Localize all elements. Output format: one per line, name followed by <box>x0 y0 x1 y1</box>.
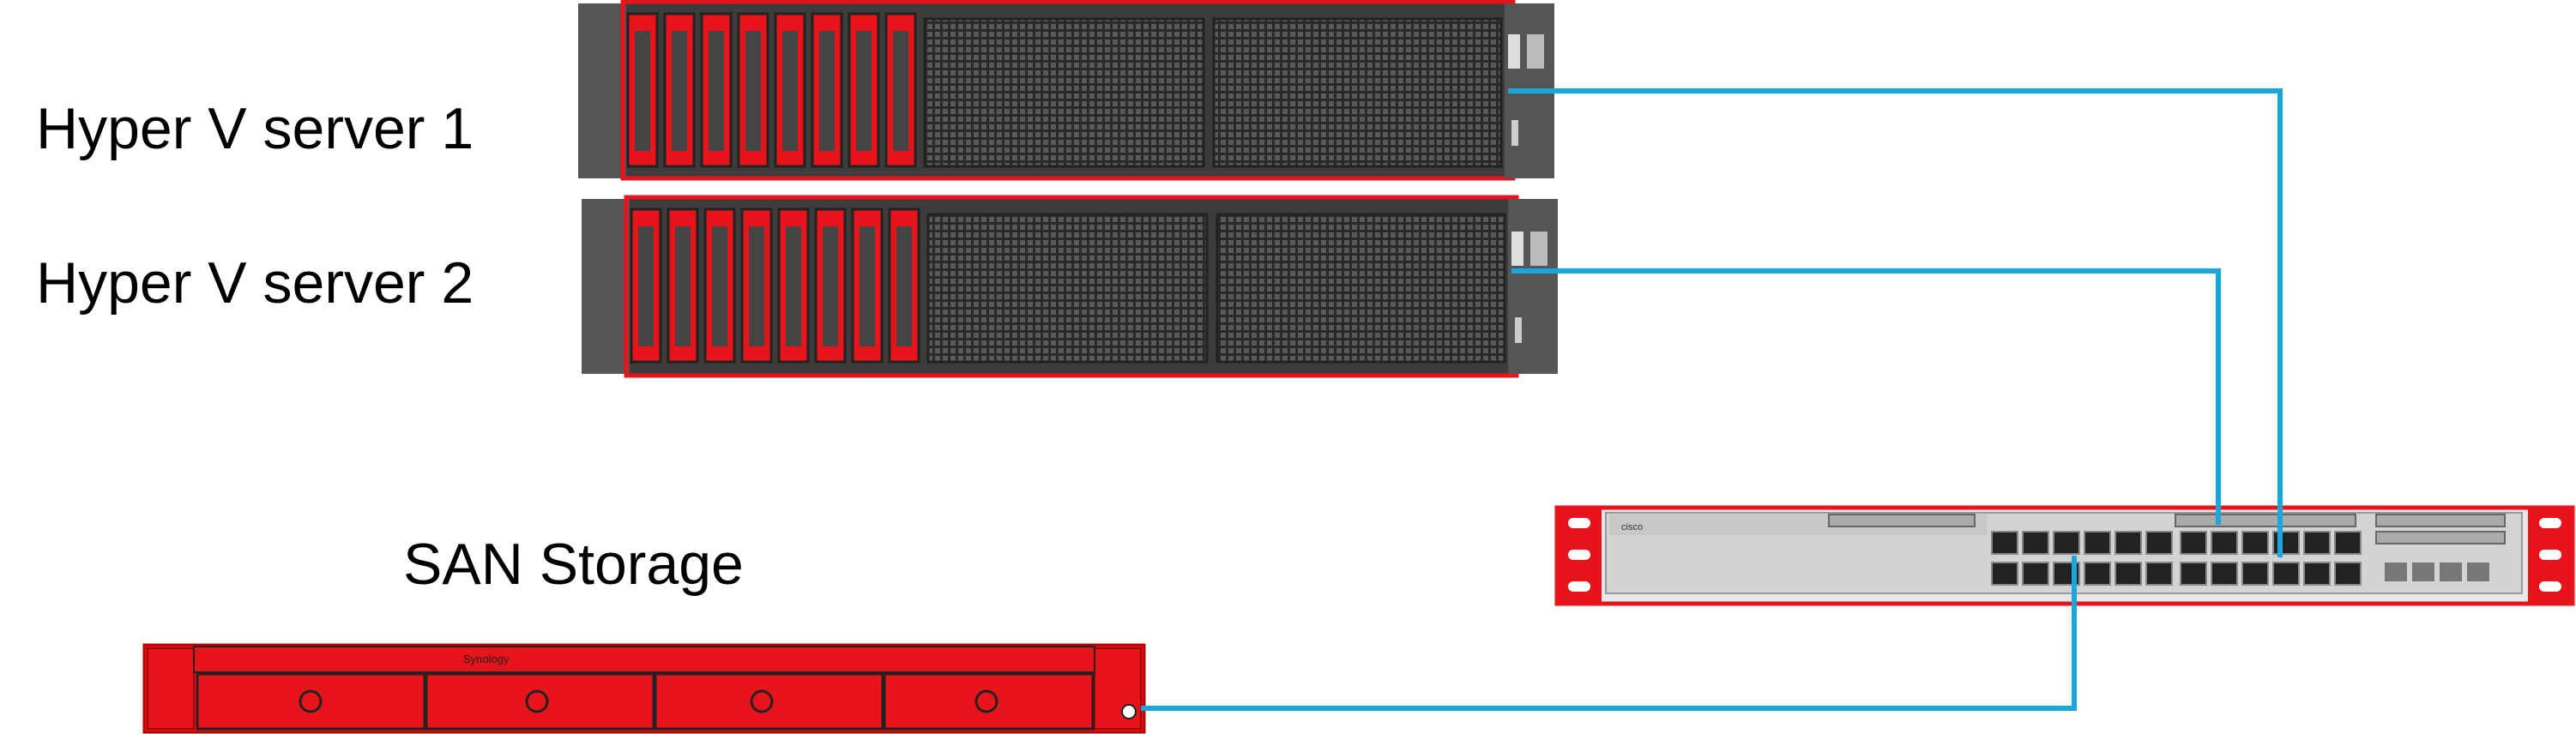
server1-drive-bays <box>626 12 917 168</box>
drive-lock-icon <box>974 689 998 713</box>
server1-label: Hyper V server 1 <box>36 96 474 161</box>
ethernet-port <box>2334 562 2362 586</box>
drive-lock-icon <box>525 689 549 713</box>
cable-server2-to-switch <box>1511 268 2221 525</box>
ethernet-port <box>2145 562 2173 586</box>
san-storage-device: Synology <box>142 643 1146 734</box>
ethernet-port <box>2334 531 2362 555</box>
drive-handle <box>749 226 764 346</box>
switch-sfp-ports <box>2385 563 2489 581</box>
drive-handle <box>896 226 912 346</box>
ethernet-port <box>2145 531 2173 555</box>
ethernet-port <box>2114 562 2142 586</box>
server2-label: Hyper V server 2 <box>36 250 474 316</box>
drive-handle <box>635 31 650 151</box>
ethernet-port <box>1991 531 2018 555</box>
drive-handle <box>819 31 835 151</box>
drive-handle <box>856 31 872 151</box>
ethernet-port <box>2303 531 2331 555</box>
drive-handle <box>745 31 761 151</box>
ethernet-port <box>2022 562 2049 586</box>
drive-handle <box>893 31 908 151</box>
hyper-v-server-1 <box>578 0 1554 181</box>
ethernet-port <box>2303 562 2331 586</box>
network-switch: cisco <box>1554 505 2575 606</box>
ethernet-port <box>2211 562 2238 586</box>
server2-drive-bays <box>630 208 920 364</box>
nas-brand-text: Synology <box>463 653 510 665</box>
drive-handle <box>786 226 801 346</box>
ethernet-port <box>2180 531 2207 555</box>
hyper-v-server-2 <box>582 195 1558 378</box>
switch-brand-text: cisco <box>1621 522 1643 532</box>
ethernet-port <box>2084 531 2111 555</box>
drive-handle <box>675 226 691 346</box>
drive-handle <box>712 226 727 346</box>
drive-lock-icon <box>750 689 774 713</box>
ethernet-port <box>1991 562 2018 586</box>
drive-handle <box>672 31 687 151</box>
ethernet-port <box>2211 531 2238 555</box>
drive-handle <box>860 226 875 346</box>
drive-handle <box>823 226 838 346</box>
ethernet-port <box>2272 531 2300 555</box>
drive-handle <box>782 31 798 151</box>
drive-handle <box>709 31 724 151</box>
cable-server1-to-switch <box>1508 88 2283 557</box>
switch-ports <box>1991 531 2362 586</box>
ethernet-port <box>2114 531 2142 555</box>
cable-san-to-switch <box>1141 556 2077 711</box>
ethernet-port <box>2241 562 2269 586</box>
ethernet-port <box>2084 562 2111 586</box>
ethernet-port <box>2053 531 2080 555</box>
ethernet-port <box>2022 531 2049 555</box>
drive-lock-icon <box>299 689 323 713</box>
ethernet-port <box>2241 531 2269 555</box>
san-label: SAN Storage <box>403 532 744 597</box>
drive-handle <box>638 226 654 346</box>
ethernet-port <box>2272 562 2300 586</box>
ethernet-port <box>2180 562 2207 586</box>
